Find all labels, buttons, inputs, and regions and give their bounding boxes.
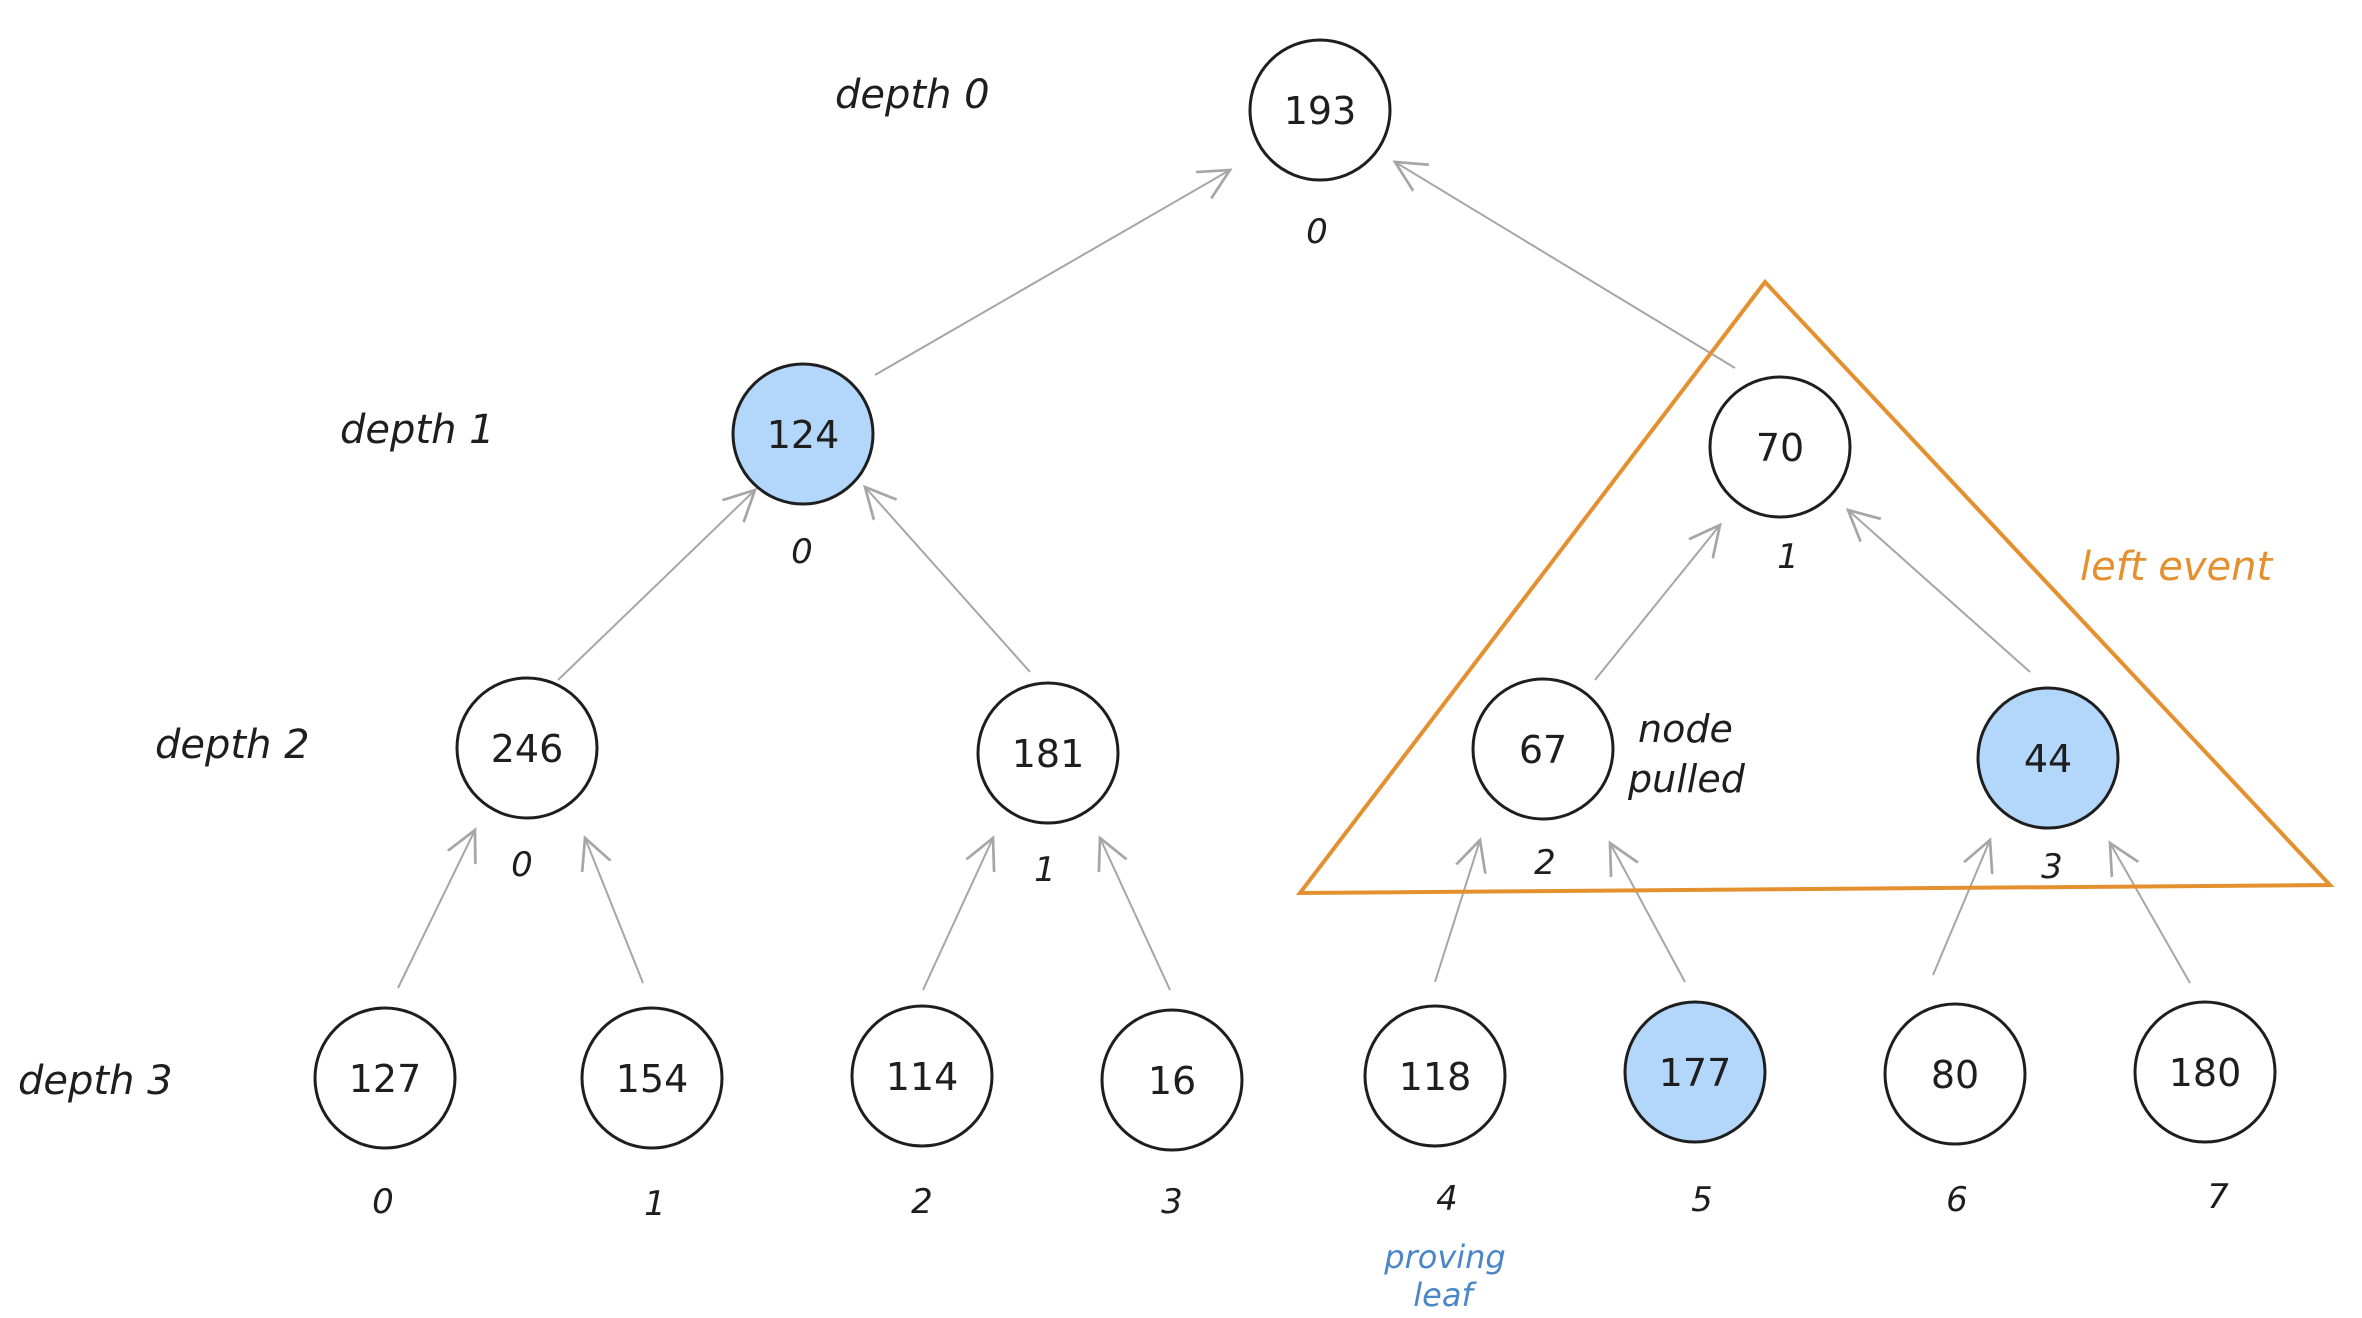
depth-label-2: depth 2: [155, 722, 310, 768]
arrow: [557, 490, 755, 681]
node-d2-3: 44 3: [1976, 686, 2120, 887]
arrow: [1395, 162, 1736, 369]
node-value: 16: [1148, 1059, 1196, 1103]
node-index: 1: [1034, 850, 1056, 890]
node-circle: [1471, 677, 1615, 821]
node-index: 0: [1306, 212, 1328, 252]
node-value: 181: [1012, 732, 1085, 776]
left-event-triangle: [1295, 278, 2335, 896]
node-value: 114: [886, 1055, 959, 1099]
node-index: 2: [1534, 843, 1556, 883]
node-d3-7: 180 7: [2133, 1000, 2277, 1217]
node-d3-4: 118 4: [1363, 1004, 1507, 1219]
node-circle: [1248, 38, 1392, 182]
node-d3-5: 177 5: [1623, 1000, 1767, 1220]
arrow: [1610, 843, 1686, 983]
node-d3-2: 114 2: [850, 1004, 994, 1222]
node-circle: [1976, 686, 2120, 830]
node-circle: [850, 1004, 994, 1148]
node-circle: [455, 676, 599, 820]
node-value: 80: [1931, 1053, 1979, 1097]
arrow: [1932, 840, 1990, 976]
node-circle: [1363, 1004, 1507, 1148]
left-event-label: left event: [2080, 544, 2273, 590]
node-d2-0: 246 0: [455, 676, 599, 885]
node-value: 70: [1756, 426, 1804, 470]
node-pulled-label-line1: node: [1638, 707, 1733, 751]
node-index: 3: [2041, 847, 2063, 887]
tree-arrows: [397, 162, 2191, 991]
node-circle: [731, 362, 875, 506]
depth-label-0: depth 0: [835, 72, 990, 118]
node-circle: [1883, 1002, 2027, 1146]
arrow: [1100, 838, 1171, 991]
node-d3-3: 16 3: [1100, 1008, 1244, 1222]
node-circle: [976, 681, 1120, 825]
arrow: [1848, 510, 2031, 673]
arrow: [1594, 525, 1720, 681]
node-value: 67: [1519, 728, 1567, 772]
node-value: 118: [1399, 1055, 1472, 1099]
node-d2-2: 67 2: [1471, 677, 1615, 883]
node-index: 0: [791, 532, 813, 572]
node-index: 0: [511, 845, 533, 885]
arrow: [922, 838, 993, 991]
node-index: 0: [372, 1182, 394, 1222]
arrow: [397, 830, 475, 989]
node-value: 154: [616, 1057, 689, 1101]
node-d1-1: 70 1: [1708, 375, 1852, 577]
node-d3-0: 127 0: [313, 1006, 457, 1222]
node-circle: [1623, 1000, 1767, 1144]
arrow: [1434, 840, 1480, 983]
node-index: 6: [1946, 1180, 1968, 1220]
depth-label-1: depth 1: [340, 407, 495, 453]
node-value: 193: [1284, 89, 1357, 133]
node-d1-0: 124 0: [731, 362, 875, 572]
node-index: 3: [1161, 1182, 1183, 1222]
node-pulled-label-line2: pulled: [1627, 757, 1746, 801]
arrow: [2110, 843, 2191, 984]
proving-leaf-label-line2: leaf: [1413, 1276, 1477, 1314]
node-index: 1: [644, 1184, 666, 1224]
node-index: 2: [911, 1182, 933, 1222]
node-circle: [1100, 1008, 1244, 1152]
node-d3-1: 154 1: [580, 1006, 724, 1224]
node-circle: [580, 1006, 724, 1150]
node-index: 5: [1691, 1180, 1713, 1220]
node-value: 180: [2169, 1051, 2242, 1095]
node-index: 7: [2207, 1177, 2229, 1217]
arrow: [585, 838, 644, 984]
node-d2-1: 181 1: [976, 681, 1120, 890]
node-value: 44: [2024, 737, 2072, 781]
node-value: 246: [491, 727, 564, 771]
node-circle: [2133, 1000, 2277, 1144]
node-index: 4: [1436, 1179, 1458, 1219]
node-circle: [313, 1006, 457, 1150]
node-circle: [1708, 375, 1852, 519]
node-d0-0: 193 0: [1248, 38, 1392, 252]
node-value: 177: [1659, 1051, 1732, 1095]
arrow: [865, 487, 1031, 673]
node-value: 127: [349, 1057, 422, 1101]
node-value: 124: [767, 413, 840, 457]
proving-leaf-label-line1: proving: [1383, 1238, 1505, 1276]
arrow: [874, 170, 1230, 376]
node-d3-6: 80 6: [1883, 1002, 2027, 1220]
node-index: 1: [1777, 537, 1799, 577]
depth-label-3: depth 3: [18, 1058, 173, 1104]
